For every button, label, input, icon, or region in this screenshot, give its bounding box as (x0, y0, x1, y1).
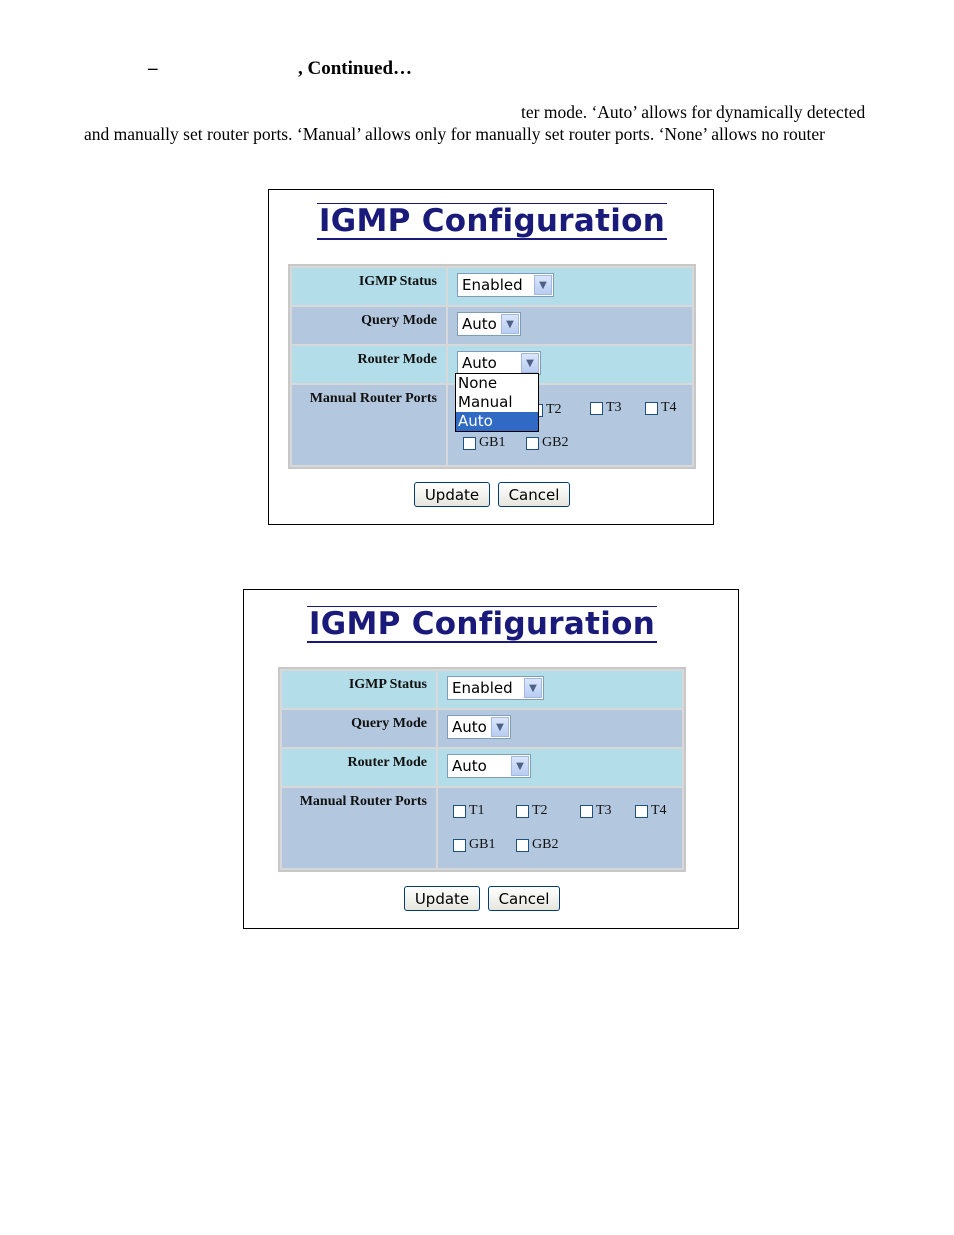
port-gb2[interactable]: GB2 (526, 435, 568, 451)
port-label: T2 (532, 803, 548, 818)
port-gb2[interactable]: GB2 (516, 837, 558, 853)
port-label: T4 (661, 400, 677, 415)
chevron-down-icon[interactable]: ▼ (511, 756, 529, 776)
chevron-down-icon[interactable]: ▼ (501, 314, 519, 334)
query-mode-value: Auto (462, 315, 497, 333)
port-t2[interactable]: T2 (516, 803, 548, 819)
checkbox-t4[interactable] (645, 401, 658, 415)
update-button[interactable]: Update (414, 482, 490, 507)
port-label: T2 (546, 402, 562, 417)
chevron-down-icon[interactable]: ▼ (534, 275, 552, 295)
query-mode-label: Query Mode (292, 307, 446, 344)
query-mode-label: Query Mode (282, 710, 436, 747)
router-mode-option-manual[interactable]: Manual (458, 393, 513, 411)
port-t3[interactable]: T3 (590, 400, 622, 416)
port-label: T3 (606, 400, 622, 415)
query-mode-value: Auto (452, 718, 487, 736)
manual-router-ports-cell: T1 T2 T3 T4 GB1 GB2 (438, 788, 682, 868)
router-mode-select[interactable]: Auto ▼ (447, 754, 531, 778)
manual-router-ports-label: Manual Router Ports (282, 788, 436, 868)
port-t3[interactable]: T3 (580, 803, 612, 819)
checkbox-t4[interactable] (635, 804, 648, 818)
page-title: IGMP Configuration (306, 606, 658, 643)
port-gb1[interactable]: GB1 (453, 837, 495, 853)
router-mode-value: Auto (462, 354, 497, 372)
checkbox-t2[interactable] (516, 804, 529, 818)
query-mode-select[interactable]: Auto ▼ (457, 312, 521, 336)
igmp-config-screenshot-dropdown-open: IGMP Configuration IGMP Status Enabled ▼… (268, 189, 714, 525)
router-mode-label: Router Mode (292, 346, 446, 383)
paragraph-line-2: and manually set router ports. ‘Manual’ … (84, 124, 825, 144)
checkbox-t1[interactable] (453, 804, 466, 818)
heading-dash: – (148, 58, 158, 79)
checkbox-gb2[interactable] (526, 436, 539, 450)
checkbox-t3[interactable] (580, 804, 593, 818)
igmp-status-select[interactable]: Enabled ▼ (457, 273, 554, 297)
query-mode-select[interactable]: Auto ▼ (447, 715, 511, 739)
checkbox-gb2[interactable] (516, 838, 529, 852)
port-gb1[interactable]: GB1 (463, 435, 505, 451)
port-label: GB2 (532, 837, 559, 852)
igmp-status-select[interactable]: Enabled ▼ (447, 676, 544, 700)
igmp-status-label: IGMP Status (292, 268, 446, 305)
port-t4[interactable]: T4 (635, 803, 667, 819)
update-button[interactable]: Update (404, 886, 480, 911)
port-t1[interactable]: T1 (453, 803, 485, 819)
heading-continued: , Continued… (298, 58, 413, 79)
router-mode-select[interactable]: Auto ▼ (457, 351, 541, 375)
igmp-status-value: Enabled (452, 679, 513, 697)
igmp-status-label: IGMP Status (282, 671, 436, 708)
port-label: GB2 (542, 435, 569, 450)
checkbox-t3[interactable] (590, 401, 603, 415)
checkbox-gb1[interactable] (463, 436, 476, 450)
router-mode-option-auto[interactable]: Auto (456, 412, 538, 431)
chevron-down-icon[interactable]: ▼ (491, 717, 509, 737)
page-title: IGMP Configuration (316, 203, 668, 240)
port-label: GB1 (479, 435, 506, 450)
igmp-config-screenshot: IGMP Configuration IGMP Status Enabled ▼… (243, 589, 739, 929)
manual-router-ports-label: Manual Router Ports (292, 385, 446, 465)
paragraph-line-1: ter mode. ‘Auto’ allows for dynamically … (521, 102, 866, 122)
cancel-button[interactable]: Cancel (488, 886, 560, 911)
cancel-button[interactable]: Cancel (498, 482, 570, 507)
checkbox-gb1[interactable] (453, 838, 466, 852)
port-label: T4 (651, 803, 667, 818)
port-label: GB1 (469, 837, 496, 852)
igmp-config-table: IGMP Status Enabled ▼ Query Mode Auto ▼ … (288, 264, 696, 469)
router-mode-value: Auto (452, 757, 487, 775)
igmp-status-value: Enabled (462, 276, 523, 294)
port-label: T1 (469, 803, 485, 818)
router-mode-option-none[interactable]: None (458, 374, 498, 392)
chevron-down-icon[interactable]: ▼ (524, 678, 542, 698)
port-t4[interactable]: T4 (645, 400, 677, 416)
igmp-config-table: IGMP Status Enabled ▼ Query Mode Auto ▼ … (278, 667, 686, 872)
chevron-down-icon[interactable]: ▼ (521, 353, 539, 373)
router-mode-dropdown-list: None Manual Auto (455, 373, 539, 432)
router-mode-label: Router Mode (282, 749, 436, 786)
port-label: T3 (596, 803, 612, 818)
